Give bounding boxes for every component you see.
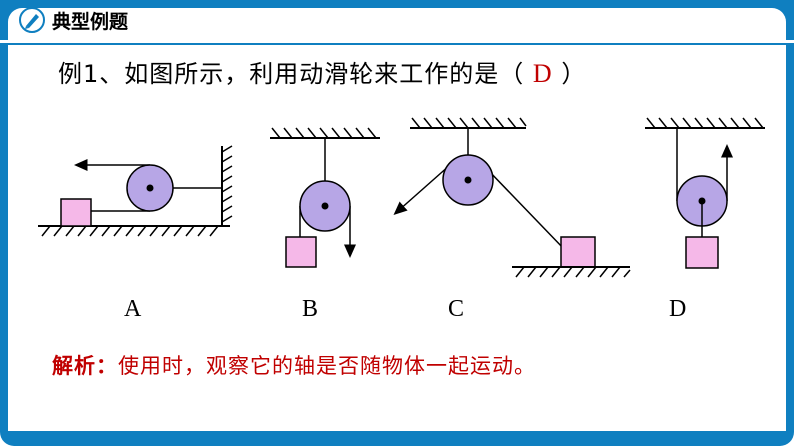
figure-c: [393, 117, 631, 278]
figure-a: [38, 145, 233, 237]
figure-label-a: A: [124, 296, 142, 322]
figure-d: [645, 117, 765, 269]
question-text: 例1、如图所示，利用动滑轮来工作的是（ D ）: [58, 54, 586, 89]
section-header: 典型例题: [18, 6, 128, 34]
pulley-figures: [38, 117, 765, 278]
top-bar: [0, 0, 794, 43]
top-bar-inner: [8, 8, 786, 40]
figure-b: [270, 127, 380, 268]
bottom-bar: [8, 431, 786, 438]
figure-label-d: D: [669, 296, 687, 322]
figure-label-c: C: [448, 296, 465, 322]
analysis-prefix: 解析：: [52, 353, 118, 378]
figure-label-b: B: [302, 296, 319, 322]
question-stem: 例1、如图所示，利用动滑轮来工作的是（: [58, 60, 525, 88]
analysis-body: 使用时，观察它的轴是否随物体一起运动。: [118, 354, 536, 378]
pencil-icon: [19, 7, 45, 33]
question-close: ）: [561, 60, 587, 88]
section-title: 典型例题: [52, 10, 129, 33]
answer-value: D: [532, 59, 553, 88]
analysis-text: 解析：使用时，观察它的轴是否随物体一起运动。: [52, 350, 536, 380]
